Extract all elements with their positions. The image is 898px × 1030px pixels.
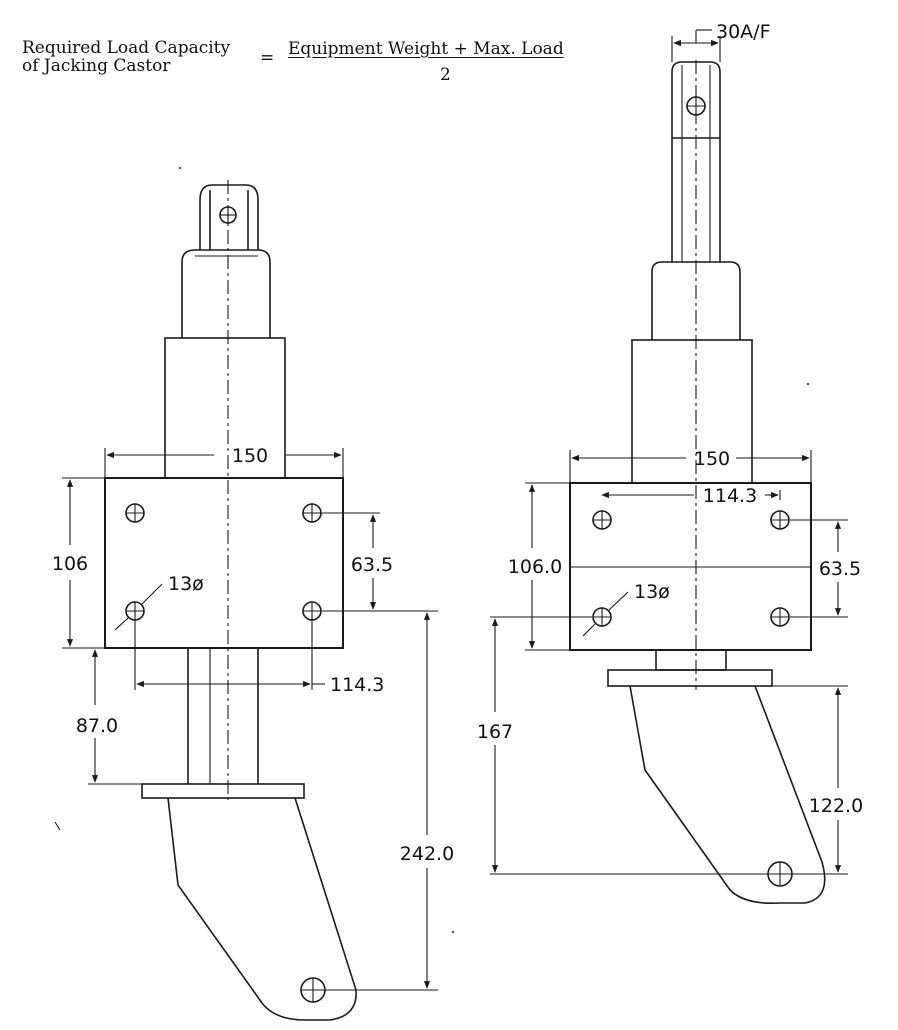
- left-hole-vertical-dim: 63.5: [351, 554, 393, 576]
- right-leg-dim: 122.0: [809, 795, 863, 817]
- left-hole-callout: 13ø: [168, 573, 204, 595]
- right-hex-dim: 30A/F: [716, 21, 771, 43]
- right-hole-vertical-dim: 63.5: [819, 558, 861, 580]
- right-swivel-plate: [607, 669, 773, 687]
- left-top-fork: [181, 184, 271, 338]
- right-view: 30A/F: [477, 21, 863, 905]
- left-view: 150 106 63.5 13ø 114.3 87.0 24: [52, 180, 454, 1021]
- left-stem-dim: 87.0: [76, 715, 118, 737]
- scan-specks: [54, 166, 810, 934]
- formula-lhs-line2: of Jacking Castor: [22, 56, 171, 76]
- formula-denominator: 2: [440, 65, 451, 85]
- right-neck: [655, 649, 727, 671]
- right-total-dim: 167: [477, 721, 513, 743]
- left-castor-leg: [167, 797, 357, 1021]
- right-hole-horizontal-dim: 114.3: [703, 485, 757, 507]
- right-column: [631, 339, 753, 484]
- left-mounting-plate: [104, 477, 344, 649]
- right-width-dim: 150: [694, 448, 730, 470]
- right-bolt-holes: [592, 510, 790, 627]
- left-height-dim: 106: [52, 553, 88, 575]
- left-stem: [187, 648, 259, 784]
- right-castor-leg: [629, 685, 826, 905]
- formula-numerator: Equipment Weight + Max. Load: [288, 39, 564, 59]
- formula-equals: =: [260, 48, 275, 68]
- formula-lhs-line1: Required Load Capacity: [22, 38, 231, 58]
- left-bolt-holes: [125, 503, 322, 621]
- left-hole-horizontal-dim: 114.3: [330, 674, 384, 696]
- load-capacity-formula: Required Load Capacity of Jacking Castor…: [22, 38, 622, 98]
- right-shaft: [671, 137, 721, 262]
- right-height-dim: 106.0: [508, 556, 562, 578]
- right-hole-callout: 13ø: [634, 581, 670, 603]
- left-total-dim: 242.0: [400, 843, 454, 865]
- left-width-dim: 150: [232, 445, 268, 467]
- left-swivel-plate: [141, 783, 305, 799]
